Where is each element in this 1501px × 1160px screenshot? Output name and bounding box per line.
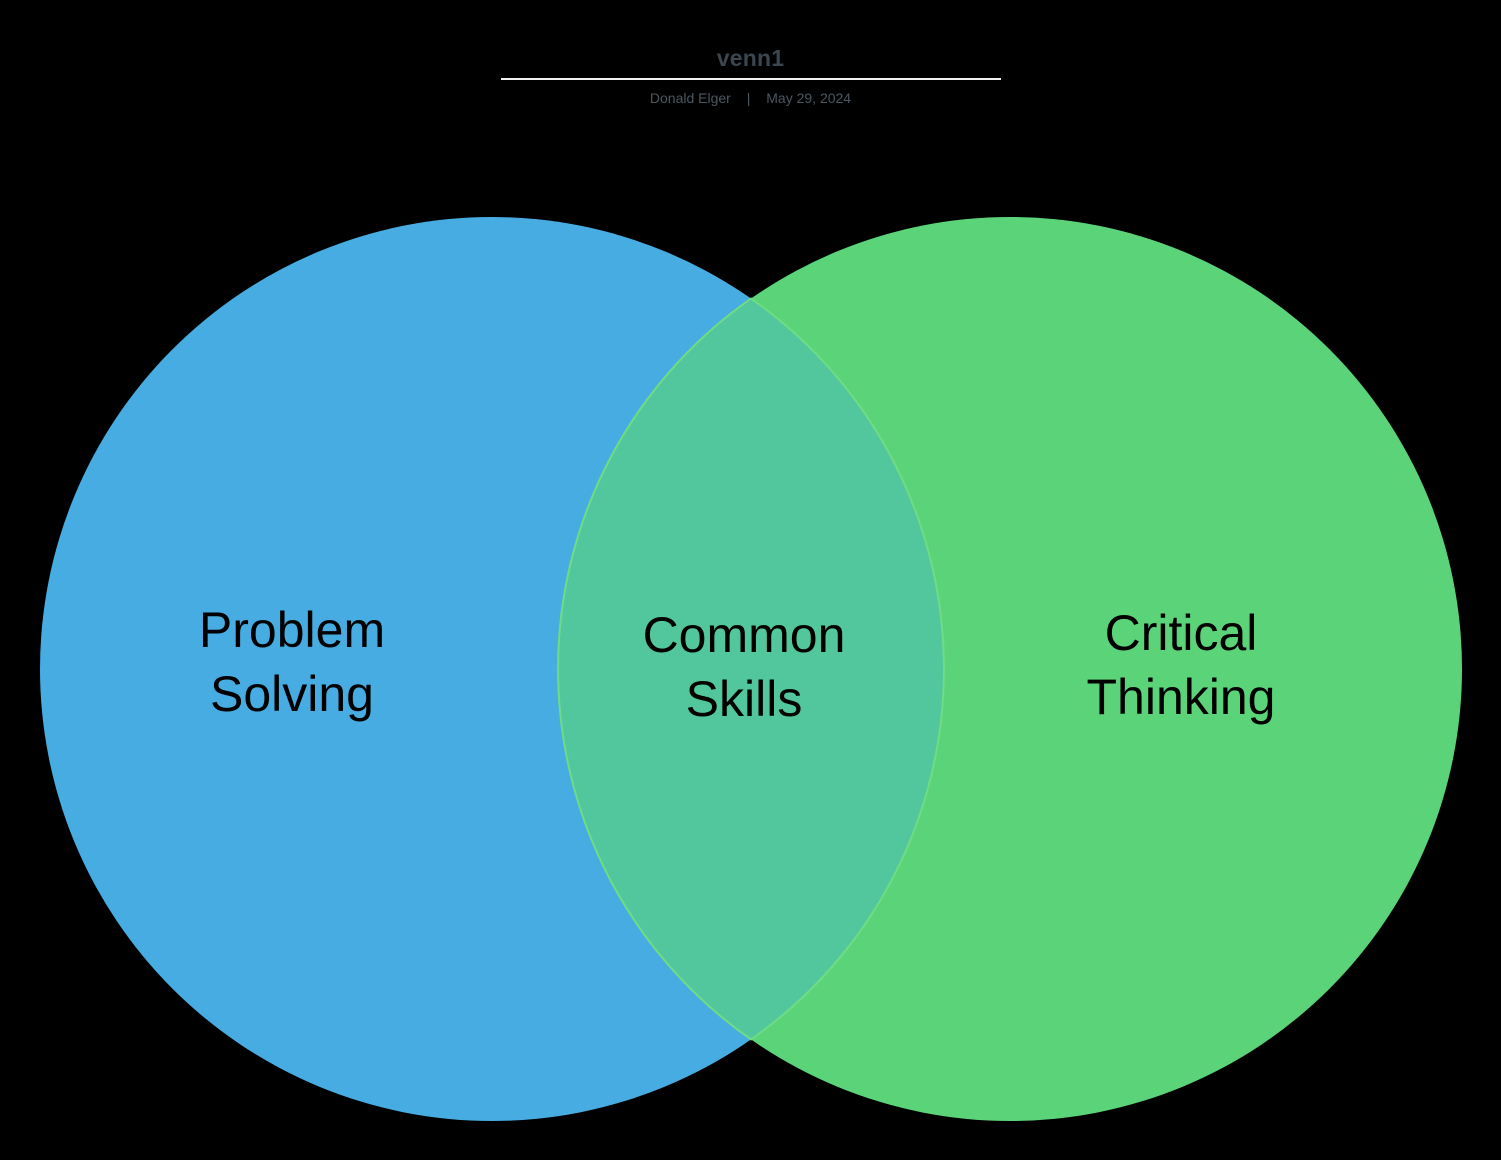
title-divider bbox=[500, 78, 1001, 80]
intersection-region bbox=[557, 297, 945, 1041]
byline-separator: | bbox=[746, 90, 751, 106]
date-text: May 29, 2024 bbox=[766, 90, 852, 106]
chart-byline: Donald Elger | May 29, 2024 bbox=[0, 89, 1501, 107]
chart-header: venn1 Donald Elger | May 29, 2024 bbox=[0, 44, 1501, 107]
chart-title: venn1 bbox=[716, 45, 785, 71]
author-text: Donald Elger bbox=[649, 90, 731, 106]
